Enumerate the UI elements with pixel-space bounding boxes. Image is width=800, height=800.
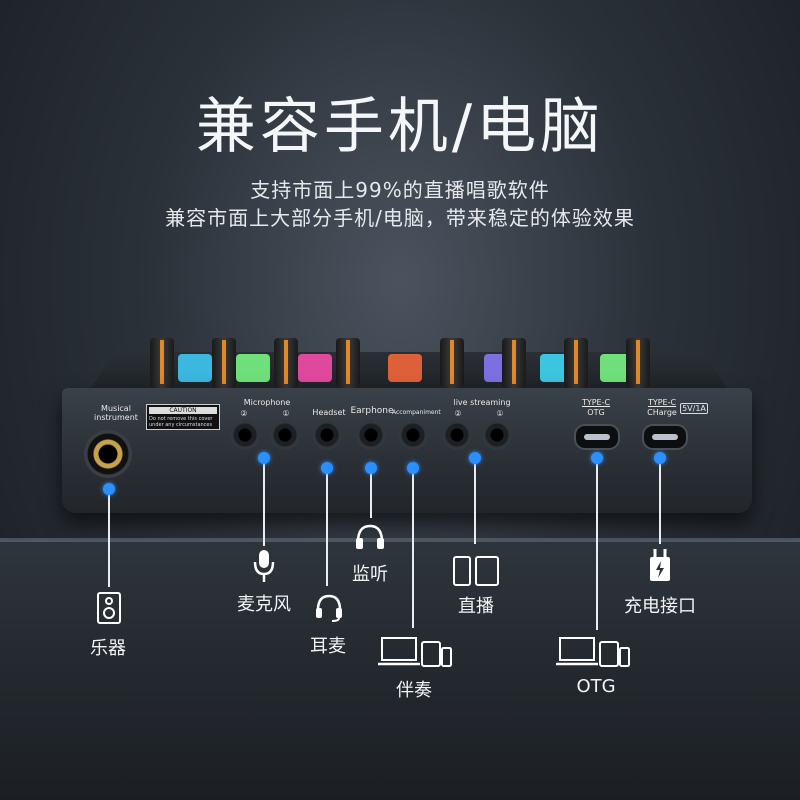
callout-dot-live [469, 452, 481, 464]
caption-instrument: 乐器 [90, 638, 126, 659]
led-glow [298, 354, 332, 382]
callout-dot-charge [654, 452, 666, 464]
headset-label: Headset [312, 408, 346, 417]
charge-rating-label: 5V/1A [680, 403, 708, 414]
volume-knob[interactable] [150, 338, 174, 388]
mic-jack-2[interactable] [230, 420, 260, 450]
devices-icon [556, 637, 630, 667]
instrument-port-label: Musical instrument [94, 404, 138, 422]
caption-microphone: 麦克风 [237, 594, 291, 615]
callout-line-accompaniment [412, 468, 414, 628]
volume-knob[interactable] [626, 338, 650, 388]
instrument-jack[interactable] [84, 430, 132, 478]
typec-otg-label-1: TYPE-C [581, 398, 611, 407]
caution-head: CAUTION [149, 407, 217, 414]
shelf-edge [0, 538, 800, 542]
earphone-label: Earphone [350, 406, 394, 416]
callout-line-charge [659, 458, 661, 544]
volume-knob[interactable] [564, 338, 588, 388]
charger-icon [650, 549, 670, 581]
live-jack-1[interactable] [482, 420, 512, 450]
callout-line-headset [326, 468, 328, 586]
caution-sticker: CAUTION Do not remove this cover under a… [146, 404, 220, 430]
subtitle-line-2: 兼容市面上大部分手机/电脑，带来稳定的体验效果 [165, 206, 635, 230]
volume-knob[interactable] [440, 338, 464, 388]
caption-otg: OTG [576, 676, 616, 697]
callout-dot-accompaniment [407, 462, 419, 474]
accompaniment-label: Accompaniment [392, 409, 441, 416]
live-channel-2-label: ② [454, 409, 462, 418]
caption-accompaniment: 伴奏 [396, 680, 432, 701]
caption-headset: 耳麦 [310, 636, 346, 657]
callout-dot-monitor [365, 462, 377, 474]
headset-icon [316, 594, 342, 622]
live-channel-1-label: ① [496, 409, 504, 418]
typec-otg-label-2: OTG [587, 408, 605, 417]
typec-charge-label-1: TYPE-C [647, 398, 677, 407]
subtitle-line-1: 支持市面上99%的直播唱歌软件 [250, 178, 550, 202]
callout-line-otg [596, 458, 598, 630]
callout-line-microphone [263, 458, 265, 546]
devices-icon [378, 637, 452, 667]
callout-dot-headset [321, 462, 333, 474]
led-glow [388, 354, 422, 382]
callout-line-instrument [108, 489, 110, 587]
microphone-label: Microphone [243, 398, 291, 407]
callout-dot-instrument [103, 483, 115, 495]
mic-channel-2-label: ② [240, 409, 248, 418]
led-glow [236, 354, 270, 382]
callout-line-monitor [370, 468, 372, 518]
volume-knob[interactable] [502, 338, 526, 388]
accompaniment-jack[interactable] [398, 420, 428, 450]
volume-knob[interactable] [274, 338, 298, 388]
live-streaming-label: live streaming [453, 398, 511, 407]
speaker-icon [97, 592, 121, 624]
callout-dot-microphone [258, 452, 270, 464]
volume-knob[interactable] [336, 338, 360, 388]
led-glow [178, 354, 212, 382]
phone-tablet-icon [453, 556, 499, 586]
page-title: 兼容手机/电脑 [195, 92, 605, 162]
mic-jack-1[interactable] [270, 420, 300, 450]
callout-dot-otg [591, 452, 603, 464]
shelf [0, 540, 800, 800]
callout-line-live [474, 458, 476, 544]
caption-live: 直播 [458, 596, 494, 617]
headset-jack[interactable] [312, 420, 342, 450]
earphone-jack[interactable] [356, 420, 386, 450]
microphone-icon [253, 550, 275, 582]
caution-text: Do not remove this cover under any circu… [149, 416, 213, 428]
typec-charge-label-2: CHarge [647, 408, 677, 417]
mic-channel-1-label: ① [282, 409, 290, 418]
typec-charge-port[interactable] [642, 424, 688, 450]
typec-otg-port[interactable] [574, 424, 620, 450]
headphones-icon [356, 524, 384, 549]
live-jack-2[interactable] [442, 420, 472, 450]
volume-knob[interactable] [212, 338, 236, 388]
caption-charge: 充电接口 [624, 596, 696, 617]
caption-monitor: 监听 [352, 564, 388, 585]
